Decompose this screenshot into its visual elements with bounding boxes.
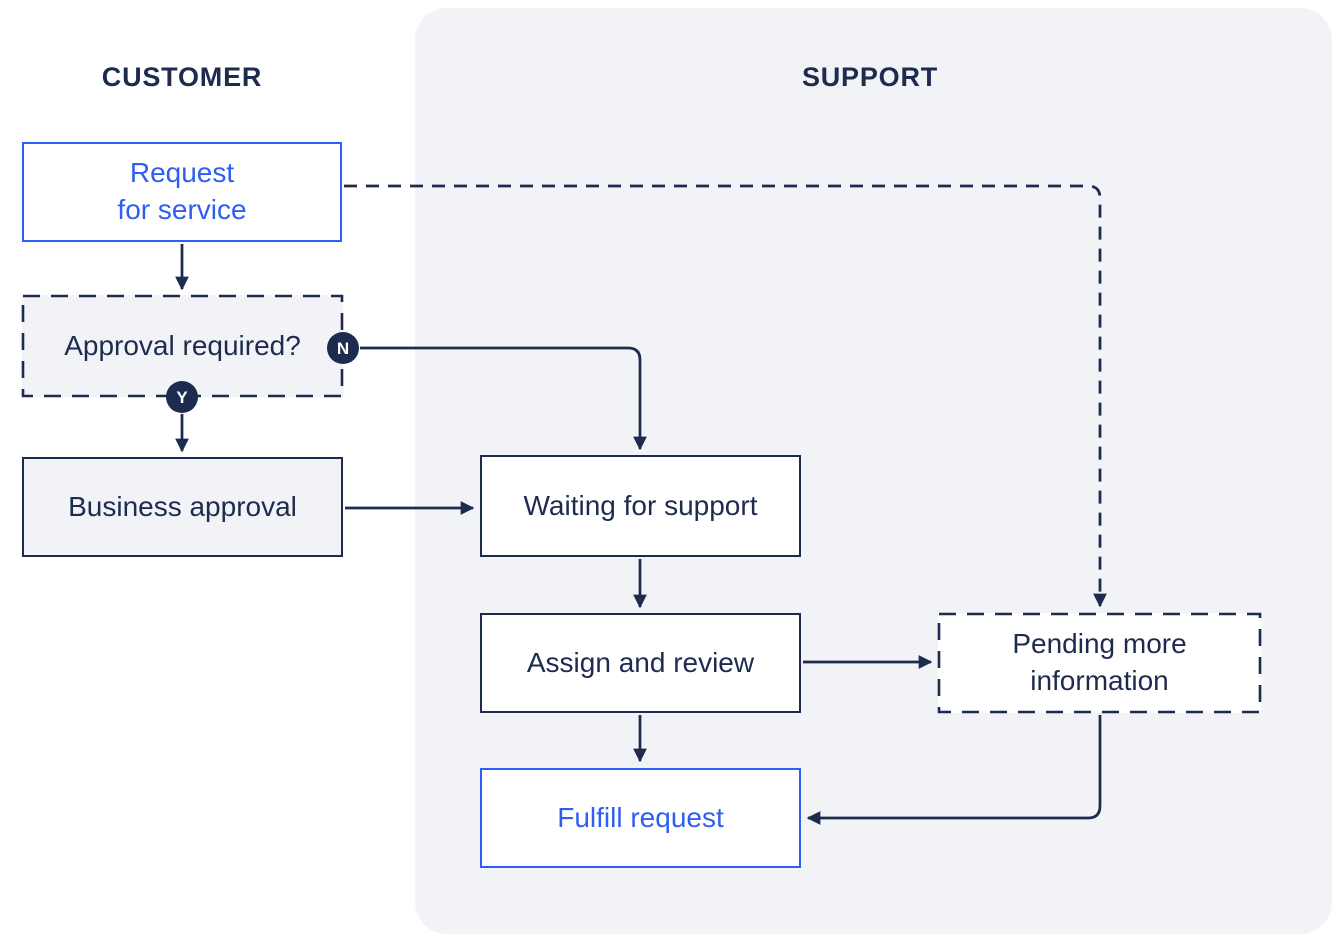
lane-title-support: SUPPORT: [801, 62, 939, 92]
node-request-for-service: Request for service: [22, 142, 342, 242]
node-label: Pending more information: [1012, 628, 1187, 696]
node-label: Approval required?: [64, 329, 301, 361]
node-approval-required: Approval required?: [22, 295, 343, 397]
node-label: Request for service: [117, 157, 247, 225]
lane-title-customer: CUSTOMER: [101, 62, 263, 92]
node-business-approval: Business approval: [22, 457, 343, 557]
node-label: Business approval: [68, 490, 297, 522]
node-label: Fulfill request: [557, 801, 724, 833]
node-fulfill-request: Fulfill request: [480, 768, 801, 868]
node-label: Assign and review: [526, 646, 755, 678]
node-label: Waiting for support: [523, 489, 758, 521]
node-waiting-for-support: Waiting for support: [480, 455, 801, 557]
node-assign-and-review: Assign and review: [480, 613, 801, 713]
node-pending-more-information: Pending more information: [938, 613, 1261, 713]
